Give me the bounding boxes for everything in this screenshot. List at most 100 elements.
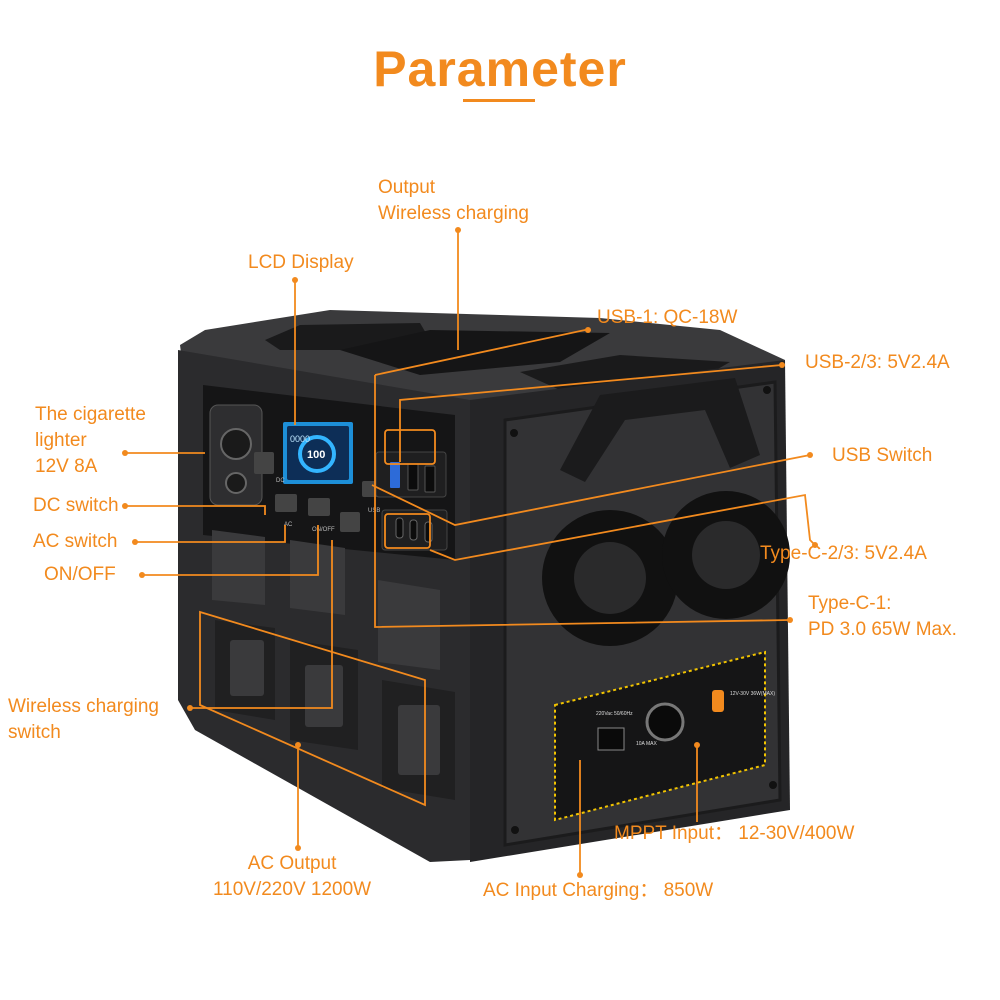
highlight-typec [384, 513, 431, 549]
highlight-ac-outlets [199, 610, 426, 807]
label-ac-input: AC Input Charging： 850W [483, 878, 713, 904]
label-line: USB Switch [832, 445, 933, 466]
line-onoff [142, 525, 319, 576]
label-usb1: USB-1: QC-18W [597, 305, 737, 331]
label-mppt: MPPT Input： 12-30V/400W [614, 821, 854, 847]
screw [510, 429, 518, 437]
label-line: Wireless charging [8, 696, 159, 717]
dot [812, 542, 818, 548]
highlight-usb23 [384, 429, 436, 465]
fan-right-hub [692, 521, 760, 589]
wireless-pad [340, 330, 610, 375]
cigarette-socket-small [225, 472, 247, 494]
typec-port-1[interactable] [395, 517, 404, 539]
power-button-label: ON/OFF [312, 527, 335, 533]
line-usb1-b [374, 375, 791, 628]
label-line: The cigarette [35, 404, 146, 425]
side-handle [560, 378, 760, 482]
screw [763, 386, 771, 394]
dot [122, 503, 128, 509]
dot [455, 227, 461, 233]
ac-outlet-1-face [230, 640, 264, 696]
dot [807, 452, 813, 458]
typec-port-2[interactable] [409, 519, 418, 541]
screw [769, 781, 777, 789]
label-line: LCD Display [248, 252, 354, 273]
label-line: MPPT Input： 12-30V/400W [614, 823, 855, 844]
label-usb23: USB-2/3: 5V2.4A [805, 350, 950, 376]
dot [694, 742, 700, 748]
usb-port-3[interactable] [424, 465, 436, 493]
dot [139, 572, 145, 578]
fuse-indicator [712, 690, 724, 712]
ac-inlet[interactable] [597, 727, 625, 751]
lcd-ring [298, 435, 336, 473]
dot [295, 742, 301, 748]
label-on-off: ON/OFF [44, 562, 116, 588]
wireless-button[interactable] [340, 512, 360, 532]
mppt-spec: 12V-30V 36W(MAX) [730, 691, 775, 697]
screw [511, 826, 519, 834]
ac-outlet-3-face [398, 705, 440, 775]
lcd-inner [287, 426, 349, 480]
title-underline [463, 99, 535, 102]
ac-in-spec: 220Vac 50/60Hz [596, 711, 633, 717]
dot [122, 450, 128, 456]
ac-outlet-2-face [305, 665, 343, 727]
label-line: lighter [35, 430, 87, 451]
lcd-value-2: 100 [307, 449, 325, 461]
label-line: Type-C-1: [808, 593, 892, 614]
label-ac-switch: AC switch [33, 529, 117, 555]
label-line: 110V/220V 1200W [213, 879, 372, 900]
power-button[interactable] [308, 498, 330, 516]
label-lcd-display: LCD Display [248, 250, 354, 276]
label-typec23: Type-C-2/3: 5V2.4A [760, 541, 927, 567]
dot [292, 277, 298, 283]
dot [577, 872, 583, 878]
label-wireless-switch: Wireless charging switch [8, 694, 159, 746]
dot [295, 845, 301, 851]
cigarette-socket-hole [220, 428, 252, 460]
dot [585, 327, 591, 333]
label-usb-switch: USB Switch [832, 443, 932, 469]
dot [779, 362, 785, 368]
line-usb23 [399, 364, 783, 462]
label-line: AC Output [247, 853, 337, 874]
usb-port-1[interactable] [390, 462, 400, 488]
label-ac-output: AC Output 110V/220V 1200W [213, 851, 371, 903]
label-dc-switch: DC switch [33, 493, 119, 519]
label-line: AC Input Charging： 850W [483, 880, 714, 901]
page-title: Parameter [373, 41, 627, 97]
line-ac [135, 525, 286, 543]
lcd-value-1: 0000 [290, 434, 310, 444]
label-line: Wireless charging [378, 203, 529, 224]
ac-button-label: AC [284, 522, 293, 528]
label-line: USB-1: QC-18W [597, 307, 738, 328]
line-dc [125, 505, 266, 515]
ac-button[interactable] [275, 494, 297, 512]
dc-button[interactable] [254, 452, 274, 474]
dot [787, 617, 793, 623]
label-wireless-output: Output Wireless charging [378, 175, 529, 227]
line-typec23 [429, 493, 816, 561]
mppt-port[interactable] [645, 702, 685, 742]
label-typec1: Type-C-1: PD 3.0 65W Max. [808, 591, 957, 643]
label-line: PD 3.0 65W Max. [808, 619, 957, 640]
line-usb-switch [371, 454, 811, 526]
typec-port-3[interactable] [424, 521, 433, 543]
fan-left-hub [574, 542, 646, 614]
label-line: 12V 8A [35, 456, 98, 477]
usb-port-2[interactable] [407, 463, 419, 491]
outlet-cover-1 [212, 530, 265, 605]
callout-dots [122, 227, 818, 878]
dot [187, 705, 193, 711]
label-line: ON/OFF [44, 564, 116, 585]
label-line: USB-2/3: 5V2.4A [805, 352, 950, 373]
dot [132, 539, 138, 545]
outlet-cover-3 [378, 580, 440, 670]
dc-button-label: DC [276, 478, 285, 484]
fuse-spec: 10A MAX [636, 741, 658, 747]
label-line: DC switch [33, 495, 119, 516]
